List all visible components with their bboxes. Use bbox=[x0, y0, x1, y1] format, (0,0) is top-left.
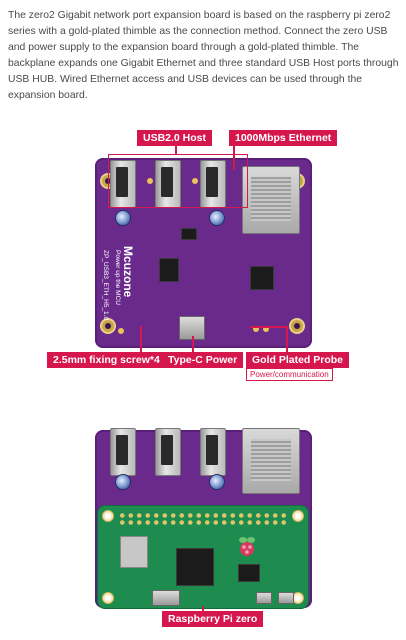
expansion-board-top: Mcuzone Power up the MCU ZP_USB3_ETH_H5_… bbox=[95, 158, 312, 348]
usb-host-label: USB2.0 Host bbox=[137, 130, 213, 146]
mini-hdmi-port-icon bbox=[152, 590, 180, 606]
probe-function-label: Power/communication bbox=[246, 368, 333, 381]
usb-highlight-box bbox=[108, 154, 248, 208]
capacitor-icon bbox=[115, 210, 131, 226]
sd-slot-icon bbox=[120, 536, 148, 568]
probe-pad-icon bbox=[253, 326, 259, 332]
brand-logo: Mcuzone bbox=[121, 246, 135, 298]
mount-hole-icon bbox=[100, 318, 116, 334]
chip-icon bbox=[159, 258, 179, 282]
ethernet-label: 1000Mbps Ethernet bbox=[229, 130, 338, 146]
mount-hole-icon bbox=[289, 318, 305, 334]
usb-port-icon bbox=[200, 428, 226, 476]
soc-chip-icon bbox=[176, 548, 214, 586]
product-description: The zero2 Gigabit network port expansion… bbox=[8, 10, 399, 101]
chip-icon bbox=[181, 228, 197, 240]
capacitor-icon bbox=[209, 474, 225, 490]
gpio-header-icon bbox=[118, 512, 288, 526]
probe-pad-icon bbox=[118, 328, 124, 334]
probe-pad-icon bbox=[263, 326, 269, 332]
usb-port-icon bbox=[155, 428, 181, 476]
micro-usb-port-icon bbox=[278, 592, 294, 604]
usb-port-icon bbox=[110, 428, 136, 476]
raspberry-pi-zero-label: Raspberry Pi zero bbox=[162, 611, 264, 627]
usb-port-icon bbox=[200, 160, 226, 208]
chip-icon bbox=[250, 266, 274, 290]
raspberry-logo-icon bbox=[239, 537, 255, 556]
chip-icon bbox=[238, 564, 260, 582]
board-model: ZP_USB3_ETH_H5_1.0 bbox=[102, 250, 109, 321]
capacitor-icon bbox=[209, 210, 225, 226]
gold-probe-label: Gold Plated Probe bbox=[246, 352, 350, 368]
ethernet-jack-icon bbox=[242, 166, 300, 234]
typec-power-label: Type-C Power bbox=[162, 352, 244, 368]
ethernet-jack-icon bbox=[242, 428, 300, 494]
micro-usb-port-icon bbox=[256, 592, 272, 604]
capacitor-icon bbox=[115, 474, 131, 490]
raspberry-pi-zero-board bbox=[97, 505, 309, 609]
brand-tagline: Power up the MCU bbox=[114, 250, 121, 305]
fixing-screw-label: 2.5mm fixing screw*4 bbox=[47, 352, 166, 368]
